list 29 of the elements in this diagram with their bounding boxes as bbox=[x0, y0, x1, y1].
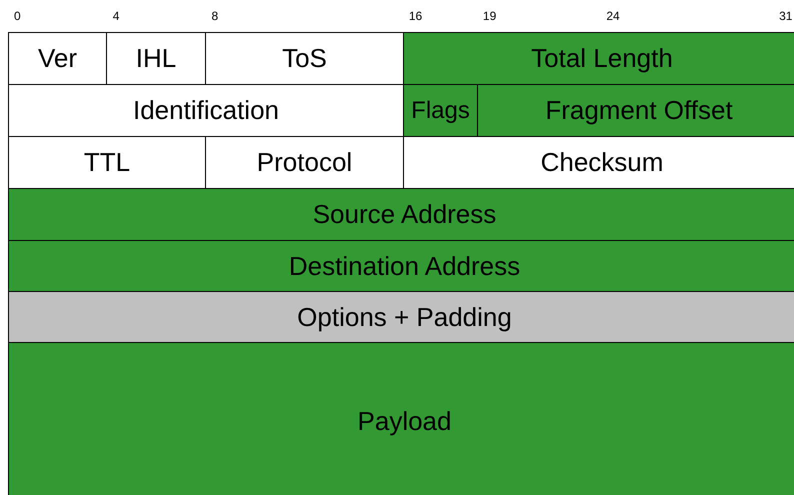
field-label: Source Address bbox=[312, 199, 496, 230]
header-field bbox=[8, 342, 794, 495]
bit-number: 19 bbox=[482, 9, 496, 23]
header-field bbox=[403, 32, 794, 85]
field-label: Identification bbox=[133, 95, 279, 126]
field-label: Payload bbox=[358, 406, 452, 437]
header-field bbox=[8, 291, 794, 343]
field-label: Checksum bbox=[540, 147, 664, 178]
bit-number: 0 bbox=[14, 9, 21, 23]
field-label: Ver bbox=[38, 43, 78, 74]
bit-number: 4 bbox=[112, 9, 120, 23]
field-label: ToS bbox=[282, 43, 327, 74]
field-label: TTL bbox=[84, 147, 130, 178]
field-label: IHL bbox=[136, 43, 176, 74]
field-label: Options + Padding bbox=[297, 302, 512, 332]
field-label: Fragment Offset bbox=[545, 95, 733, 126]
field-label: Flags bbox=[411, 96, 470, 124]
field-label: Protocol bbox=[256, 147, 352, 178]
header-field bbox=[8, 188, 794, 241]
bit-number: 16 bbox=[408, 9, 422, 23]
header-field bbox=[8, 240, 794, 292]
bit-number: 24 bbox=[606, 9, 620, 23]
header-field bbox=[477, 84, 794, 137]
bit-number: 31 bbox=[779, 9, 792, 23]
header-field bbox=[8, 32, 107, 85]
bit-number: 8 bbox=[211, 9, 218, 23]
field-label: Destination Address bbox=[288, 250, 520, 282]
field-label: Total Length bbox=[531, 43, 673, 74]
header-field bbox=[403, 84, 478, 137]
